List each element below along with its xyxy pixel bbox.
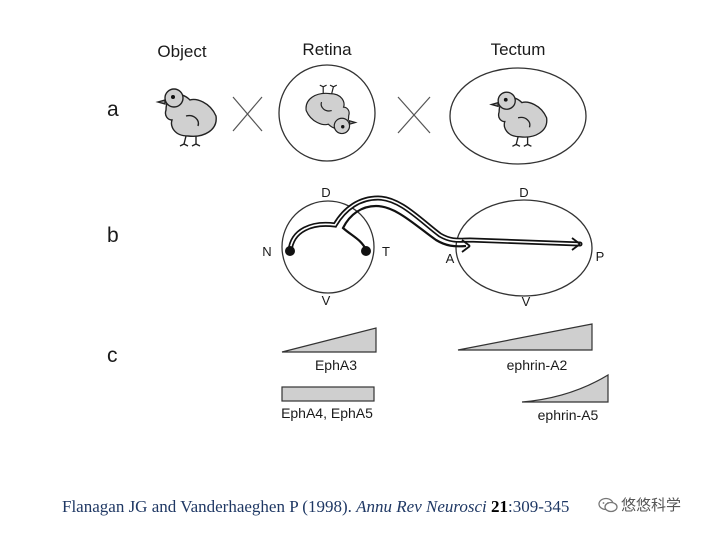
row-label-b: b xyxy=(107,224,119,247)
tectum-ventral-label: V xyxy=(522,294,531,309)
watermark: 悠悠科学 xyxy=(598,494,681,515)
citation-authors: Flanagan JG and Vanderhaeghen P (1998). xyxy=(62,497,357,516)
ephrin-a5-gradient-wedge xyxy=(521,373,609,403)
cross-mark-icon xyxy=(232,96,263,132)
citation-volume: 21 xyxy=(491,497,508,516)
row-label-a: a xyxy=(107,98,119,121)
tectum-dorsal-label: D xyxy=(519,185,528,200)
retina-temporal-label: T xyxy=(382,244,390,259)
retina-ventral-label: V xyxy=(322,293,331,308)
header-object: Object xyxy=(157,42,206,61)
ephrin-a2-label: ephrin-A2 xyxy=(507,357,568,373)
temporal-axon-path xyxy=(341,204,467,251)
epha4-epha5-uniform-bar xyxy=(281,386,375,402)
chick-tectum-icon xyxy=(489,91,548,147)
tectum-ellipse-b xyxy=(455,199,593,297)
wechat-logo-icon xyxy=(598,497,618,512)
row-label-c: c xyxy=(107,344,118,367)
chick-object-icon xyxy=(155,88,217,147)
watermark-text: 悠悠科学 xyxy=(621,496,682,514)
retina-dorsal-label: D xyxy=(321,185,330,200)
retina-nasal-label: N xyxy=(262,244,271,259)
temporal-cell-dot xyxy=(361,246,371,256)
chick-inverted-icon xyxy=(305,84,358,135)
header-retina: Retina xyxy=(302,40,352,59)
retina-circle-b xyxy=(281,200,375,294)
anterior-terminal-icon xyxy=(461,239,471,253)
nasal-axon-path xyxy=(287,195,583,254)
ephrin-a2-gradient-wedge xyxy=(457,323,593,351)
tectum-ellipse-a xyxy=(449,67,587,165)
citation-pages: :309-345 xyxy=(508,497,570,516)
nasal-cell-dot xyxy=(285,246,295,256)
header-tectum: Tectum xyxy=(491,40,546,59)
posterior-terminal-icon xyxy=(571,237,581,251)
retina-circle-a xyxy=(278,64,376,162)
ephrin-a5-label: ephrin-A5 xyxy=(538,407,599,423)
cross-mark-icon xyxy=(397,96,431,134)
citation-journal: Annu Rev Neurosci xyxy=(356,497,487,516)
epha3-label: EphA3 xyxy=(315,357,357,373)
tectum-anterior-label: A xyxy=(446,251,455,266)
epha4-epha5-label: EphA4, EphA5 xyxy=(281,405,373,421)
citation: Flanagan JG and Vanderhaeghen P (1998). … xyxy=(62,497,712,517)
epha3-gradient-wedge xyxy=(281,327,377,353)
tectum-posterior-label: P xyxy=(596,249,605,264)
